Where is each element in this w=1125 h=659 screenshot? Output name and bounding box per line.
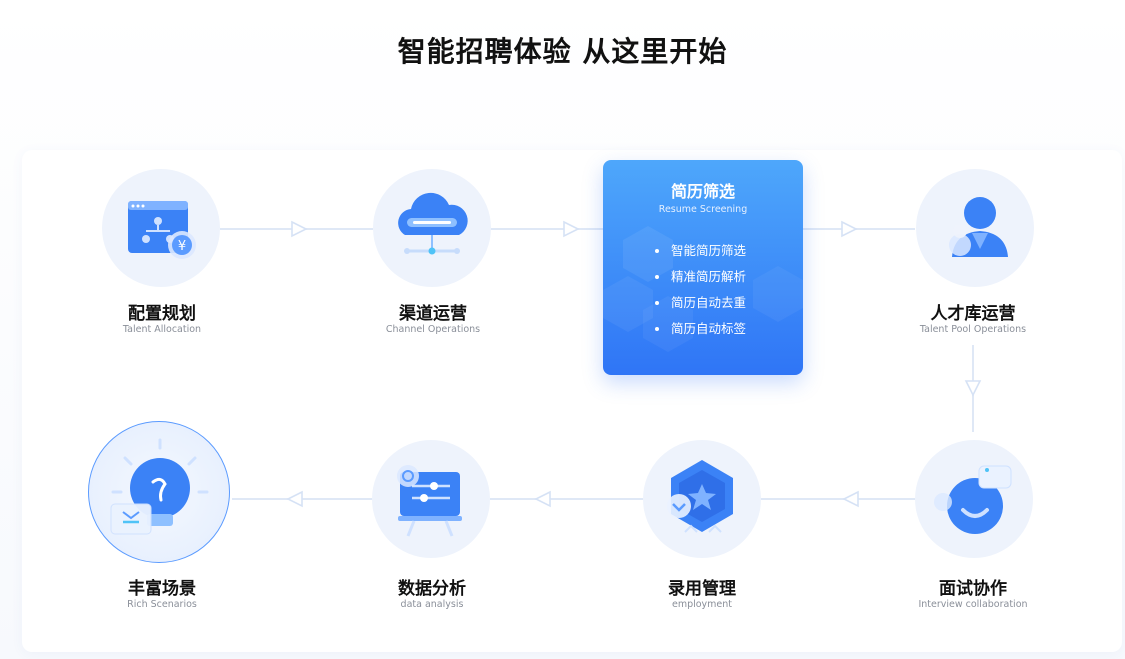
org-chart-payment-icon: ¥: [128, 201, 196, 259]
step-allocation-title: 配置规划: [128, 304, 196, 324]
step-talent-pool-subtitle: Talent Pool Operations: [919, 324, 1027, 335]
step-data-analysis-subtitle: data analysis: [400, 599, 464, 610]
hexagon-pattern-decoration: [603, 226, 803, 352]
step-resume-screening-title: 简历筛选: [670, 182, 735, 201]
step-interview-subtitle: Interview collaboration: [918, 599, 1028, 610]
step-data-analysis-title: 数据分析: [398, 579, 466, 599]
step-allocation[interactable]: ¥: [102, 169, 220, 287]
svg-text:¥: ¥: [178, 239, 186, 254]
step-talent-pool[interactable]: [916, 169, 1034, 287]
step-rich-scenarios-subtitle: Rich Scenarios: [127, 599, 197, 610]
presentation-board-icon: [397, 465, 462, 537]
step-channel-title: 渠道运营: [399, 304, 467, 324]
feature-item: 简历自动标签: [655, 316, 746, 342]
feature-item: 精准简历解析: [655, 264, 746, 290]
feature-item: 智能简历筛选: [655, 238, 746, 264]
feature-list: 智能简历筛选 精准简历解析 简历自动去重 简历自动标签: [655, 238, 746, 342]
step-employment[interactable]: [643, 440, 761, 558]
bullet-icon: [655, 327, 659, 331]
step-interview[interactable]: [915, 440, 1033, 558]
feature-label: 简历自动去重: [671, 295, 747, 310]
lightbulb-icon: [110, 438, 209, 535]
chat-bubble-icon: [934, 465, 1012, 534]
step-talent-pool-title: 人才库运营: [930, 304, 1016, 324]
feature-label: 精准简历解析: [671, 269, 747, 284]
step-resume-screening-card[interactable]: 简历筛选 Resume Screening 智能简历筛选 精准简历解析 简历自动…: [603, 160, 803, 375]
bullet-icon: [655, 249, 659, 253]
feature-item: 简历自动去重: [655, 290, 746, 316]
step-rich-scenarios-title: 丰富场景: [128, 579, 196, 599]
step-data-analysis[interactable]: [372, 440, 490, 558]
feature-label: 智能简历筛选: [671, 243, 747, 258]
page-title: 智能招聘体验 从这里开始: [397, 35, 728, 68]
step-employment-subtitle: employment: [671, 599, 733, 610]
hexagon-star-badge-icon: [667, 460, 733, 533]
step-rich-scenarios[interactable]: [88, 421, 230, 563]
cloud-network-icon: [398, 192, 468, 255]
feature-label: 简历自动标签: [671, 321, 747, 336]
step-resume-screening-subtitle: Resume Screening: [658, 204, 748, 215]
bullet-icon: [655, 275, 659, 279]
step-channel-subtitle: Channel Operations: [385, 324, 481, 335]
step-allocation-subtitle: Talent Allocation: [122, 324, 202, 335]
step-employment-title: 录用管理: [668, 579, 736, 599]
bullet-icon: [655, 301, 659, 305]
step-channel[interactable]: [373, 169, 491, 287]
step-interview-title: 面试协作: [939, 579, 1007, 599]
person-icon: [949, 197, 1008, 257]
